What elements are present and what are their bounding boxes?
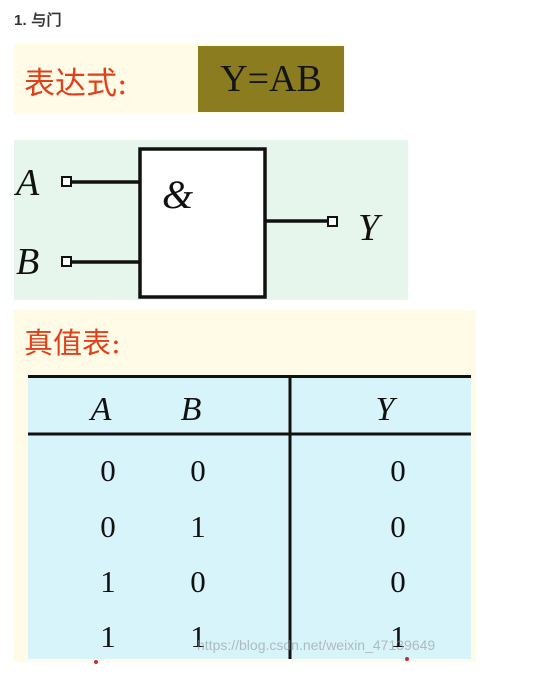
expression-panel: 表达式: Y=AB bbox=[14, 44, 346, 114]
gate-body bbox=[138, 147, 267, 299]
output-label: Y bbox=[358, 207, 383, 249]
truth-table: A B Y 0 0 0 0 1 0 1 0 0 1 1 1 bbox=[28, 375, 471, 659]
section-heading: 1. 与门 bbox=[14, 12, 62, 29]
input-b-terminal bbox=[61, 256, 72, 267]
row-2-a: 0 bbox=[100, 509, 116, 544]
row-1-b: 0 bbox=[190, 453, 206, 488]
input-a-terminal bbox=[61, 176, 72, 187]
header-y: Y bbox=[376, 391, 398, 428]
input-b-label: B bbox=[16, 241, 39, 283]
row-4-b: 1 bbox=[190, 619, 206, 654]
red-dot-mark bbox=[405, 657, 409, 661]
row-2-b: 1 bbox=[190, 509, 206, 544]
row-3-b: 0 bbox=[190, 564, 206, 599]
watermark-text: https://blog.csdn.net/weixin_47139649 bbox=[197, 637, 436, 653]
truth-table-panel: 真值表: A B Y 0 0 0 0 1 0 1 0 0 1 1 1 bbox=[14, 310, 476, 662]
truth-table-svg: A B Y 0 0 0 0 1 0 1 0 0 1 1 1 bbox=[28, 375, 471, 659]
expression-box: Y=AB bbox=[198, 46, 344, 112]
row-4-y: 1 bbox=[390, 619, 406, 654]
gate-svg: A B & Y bbox=[14, 147, 383, 299]
header-b: B bbox=[181, 391, 202, 428]
row-4-a: 1 bbox=[100, 619, 116, 654]
input-a-label: A bbox=[14, 162, 40, 204]
row-1-y: 0 bbox=[390, 453, 406, 488]
expression-label: 表达式: bbox=[24, 66, 128, 102]
row-1-a: 0 bbox=[100, 453, 116, 488]
red-dot-mark bbox=[94, 660, 98, 664]
truth-table-title: 真值表: bbox=[24, 326, 121, 360]
expression-value: Y=AB bbox=[220, 58, 322, 100]
row-3-y: 0 bbox=[390, 564, 406, 599]
and-gate-diagram: A B & Y bbox=[14, 140, 408, 300]
gate-symbol: & bbox=[162, 172, 193, 217]
header-a: A bbox=[89, 391, 112, 428]
row-2-y: 0 bbox=[390, 509, 406, 544]
output-terminal bbox=[327, 216, 338, 227]
row-3-a: 1 bbox=[100, 564, 116, 599]
